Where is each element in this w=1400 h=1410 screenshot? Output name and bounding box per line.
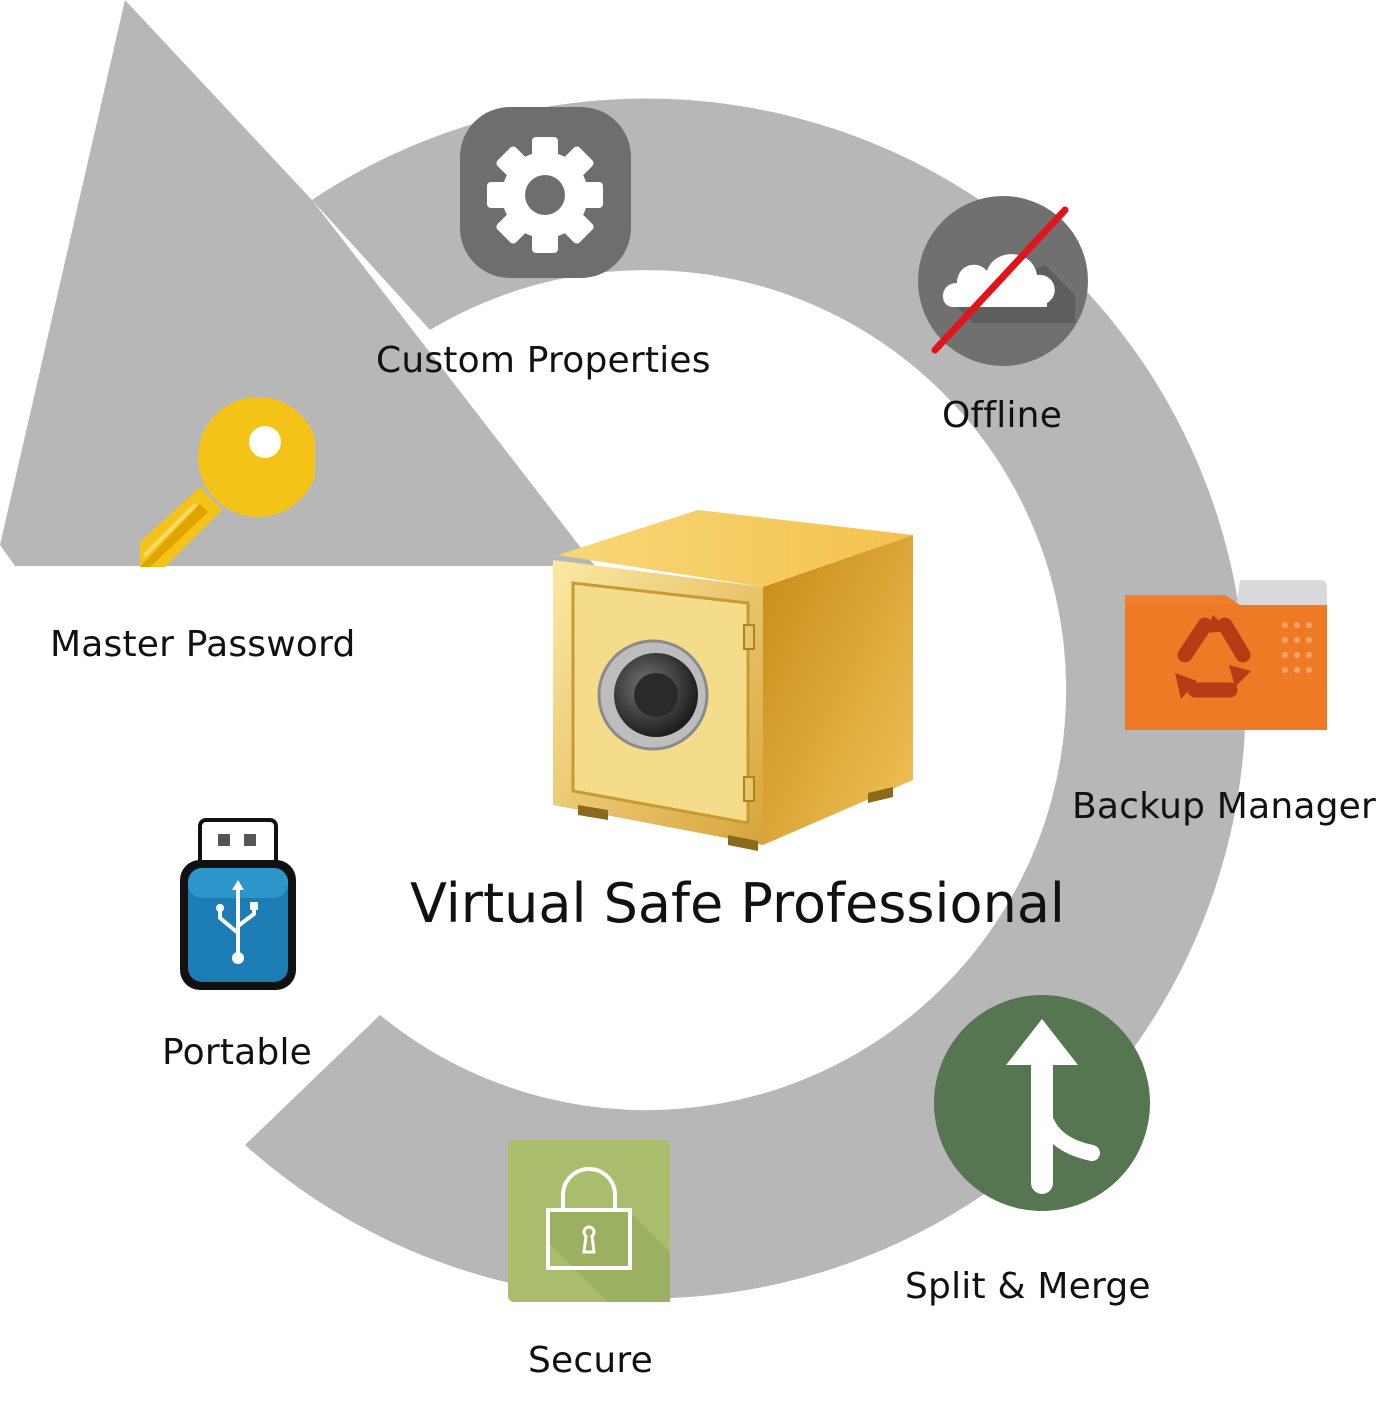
offline-label: Offline bbox=[942, 395, 1062, 436]
safe-icon bbox=[548, 505, 918, 855]
master-password-item bbox=[130, 392, 315, 572]
portable-item bbox=[178, 818, 298, 993]
backup-manager-item bbox=[1125, 575, 1330, 735]
backup-manager-label: Backup Manager bbox=[1072, 786, 1376, 827]
custom-properties-item bbox=[458, 105, 633, 280]
custom-properties-label: Custom Properties bbox=[376, 340, 711, 381]
master-password-label: Master Password bbox=[50, 624, 356, 665]
cloud-off-icon bbox=[915, 195, 1090, 370]
offline-item bbox=[915, 195, 1090, 370]
split-merge-item bbox=[932, 993, 1152, 1213]
merge-arrow-icon bbox=[932, 993, 1152, 1213]
split-merge-label: Split & Merge bbox=[905, 1266, 1151, 1307]
gear-icon bbox=[458, 105, 633, 280]
secure-item bbox=[508, 1140, 670, 1302]
portable-label: Portable bbox=[162, 1032, 312, 1073]
usb-drive-icon bbox=[178, 818, 298, 993]
safe-image bbox=[548, 505, 918, 855]
secure-label: Secure bbox=[528, 1340, 653, 1381]
padlock-icon bbox=[508, 1140, 670, 1302]
key-icon bbox=[130, 392, 315, 572]
recycle-folder-icon bbox=[1125, 575, 1330, 735]
diagram-title: Virtual Safe Professional bbox=[410, 872, 1065, 935]
